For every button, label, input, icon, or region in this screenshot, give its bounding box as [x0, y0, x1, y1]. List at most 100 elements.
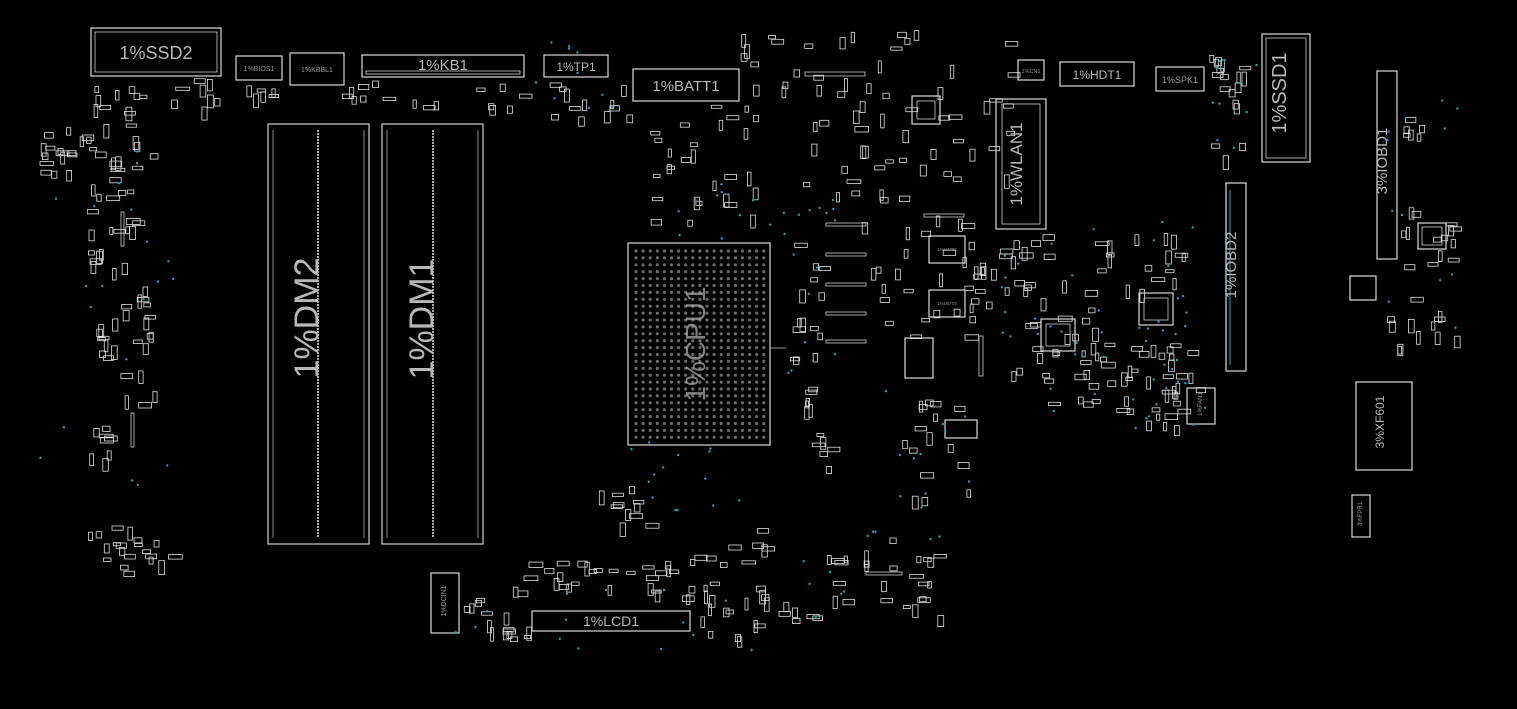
bga-ball: [748, 387, 752, 391]
bga-ball: [740, 359, 745, 363]
smd-passive: [911, 495, 919, 510]
smd-passive: [839, 37, 846, 50]
tp1-connector[interactable]: 1%TP1: [543, 54, 609, 78]
smd-passive: [708, 631, 714, 639]
dimm2-slot[interactable]: 1%DM2: [267, 123, 370, 545]
bga-ball: [634, 256, 638, 260]
u4702-chip[interactable]: 1%U4702: [928, 289, 966, 318]
bga-ball: [634, 283, 638, 288]
kb1-connector[interactable]: 1%KB1: [361, 54, 525, 78]
bga-ball: [740, 339, 745, 343]
bga-ball: [755, 270, 759, 274]
bga-ball: [641, 421, 645, 426]
bga-ball: [748, 380, 752, 384]
smd-passive: [761, 546, 776, 552]
bga-ball: [705, 339, 709, 343]
kbbl1-connector[interactable]: 1%KBBL1: [289, 52, 345, 86]
ssd1-connector[interactable]: 1%SSD1: [1261, 33, 1311, 163]
bga-ball: [691, 311, 695, 315]
cn1-connector[interactable]: 1%CN1: [1017, 59, 1045, 81]
bga-ball: [648, 380, 652, 384]
spk1-label: 1%SPK1: [1162, 75, 1198, 85]
via: [709, 447, 712, 450]
via: [474, 625, 477, 629]
ic-chip-qfn-3[interactable]: [1138, 292, 1174, 326]
smd-passive: [1097, 268, 1107, 274]
smd-passive: [66, 150, 77, 157]
bga-ball: [648, 270, 652, 274]
via: [1218, 59, 1221, 63]
bga-ball: [726, 387, 730, 391]
u4701-chip[interactable]: 1%U4701: [928, 235, 966, 264]
bga-ball: [748, 270, 752, 274]
bga-ball: [648, 318, 652, 322]
kbbl1-label: 1%KBBL1: [301, 67, 333, 74]
dimm1-slot[interactable]: 1%DM1: [381, 123, 484, 545]
smd-passive: [817, 332, 823, 341]
hdt1-connector[interactable]: 1%HDT1: [1059, 61, 1135, 87]
fan1-connector[interactable]: 1%FAN1: [1186, 387, 1216, 425]
ic-chip-5[interactable]: [1349, 275, 1377, 301]
bga-ball: [733, 428, 738, 432]
bga-ball: [691, 421, 695, 426]
smd-passive: [1445, 222, 1458, 227]
via: [1060, 330, 1063, 333]
bga-ball: [677, 277, 681, 281]
bga-ball: [684, 256, 688, 260]
ssd1-label: 1%SSD1: [1269, 52, 1291, 133]
bga-ball: [740, 415, 745, 419]
bga-ball: [655, 366, 659, 370]
ic-chip-qfn-4[interactable]: [1417, 222, 1447, 250]
ic-chip-7[interactable]: [944, 419, 978, 439]
bga-ball: [726, 339, 730, 343]
bga-ball: [677, 415, 681, 419]
lcd1-connector[interactable]: 1%LCD1: [531, 610, 691, 632]
smd-passive: [528, 561, 544, 568]
bga-ball: [691, 249, 695, 253]
via: [899, 495, 902, 498]
smd-passive: [207, 79, 213, 92]
smd-passive: [489, 105, 496, 116]
bga-ball: [655, 318, 659, 322]
dcin1-connector[interactable]: 1%DCIN1: [430, 572, 460, 634]
smd-passive: [125, 218, 141, 225]
bga-ball: [634, 304, 638, 308]
iobd1-connector[interactable]: 3%IOBD1: [1374, 70, 1398, 260]
ssd2-connector[interactable]: 1%SSD2: [90, 27, 222, 77]
iobd2-connector[interactable]: 1%IOBD2: [1223, 182, 1247, 372]
fpr1-connector[interactable]: 3%FPR1: [1351, 494, 1371, 538]
ic-chip-6[interactable]: [904, 337, 934, 379]
cpu-bga[interactable]: 1%CPU1: [627, 242, 786, 446]
xf601-connector[interactable]: 3%XF601: [1355, 381, 1413, 471]
smd-passive: [1165, 269, 1175, 274]
smd-passive: [708, 603, 713, 617]
spk1-connector[interactable]: 1%SPK1: [1155, 66, 1205, 92]
smd-passive: [1188, 372, 1194, 384]
bga-ball: [762, 304, 766, 308]
bios1-chip[interactable]: 1%BIOS1: [235, 55, 283, 81]
bga-ball: [712, 283, 716, 288]
smd-passive: [914, 425, 927, 432]
smd-passive: [666, 565, 671, 578]
smd-passive: [645, 522, 660, 529]
wlan1-connector[interactable]: 1%WLAN1: [995, 98, 1047, 230]
smd-passive: [799, 317, 806, 332]
smd-passive: [652, 196, 664, 202]
bga-ball: [705, 297, 709, 301]
via: [662, 588, 666, 592]
bga-ball: [648, 435, 652, 439]
smd-passive: [1052, 348, 1059, 358]
bga-ball: [691, 277, 695, 281]
smd-passive: [94, 86, 100, 94]
smd-passive: [1139, 288, 1145, 303]
smd-passive: [1454, 335, 1461, 349]
smd-passive: [744, 105, 749, 113]
smd-passive: [1125, 376, 1133, 381]
batt1-connector[interactable]: 1%BATT1: [632, 68, 740, 102]
bga-ball: [712, 311, 716, 315]
smd-passive: [102, 557, 112, 562]
via: [871, 530, 875, 533]
smd-passive: [1043, 253, 1056, 261]
smd-passive: [816, 432, 825, 437]
ic-chip-qfn-1[interactable]: [911, 95, 941, 125]
